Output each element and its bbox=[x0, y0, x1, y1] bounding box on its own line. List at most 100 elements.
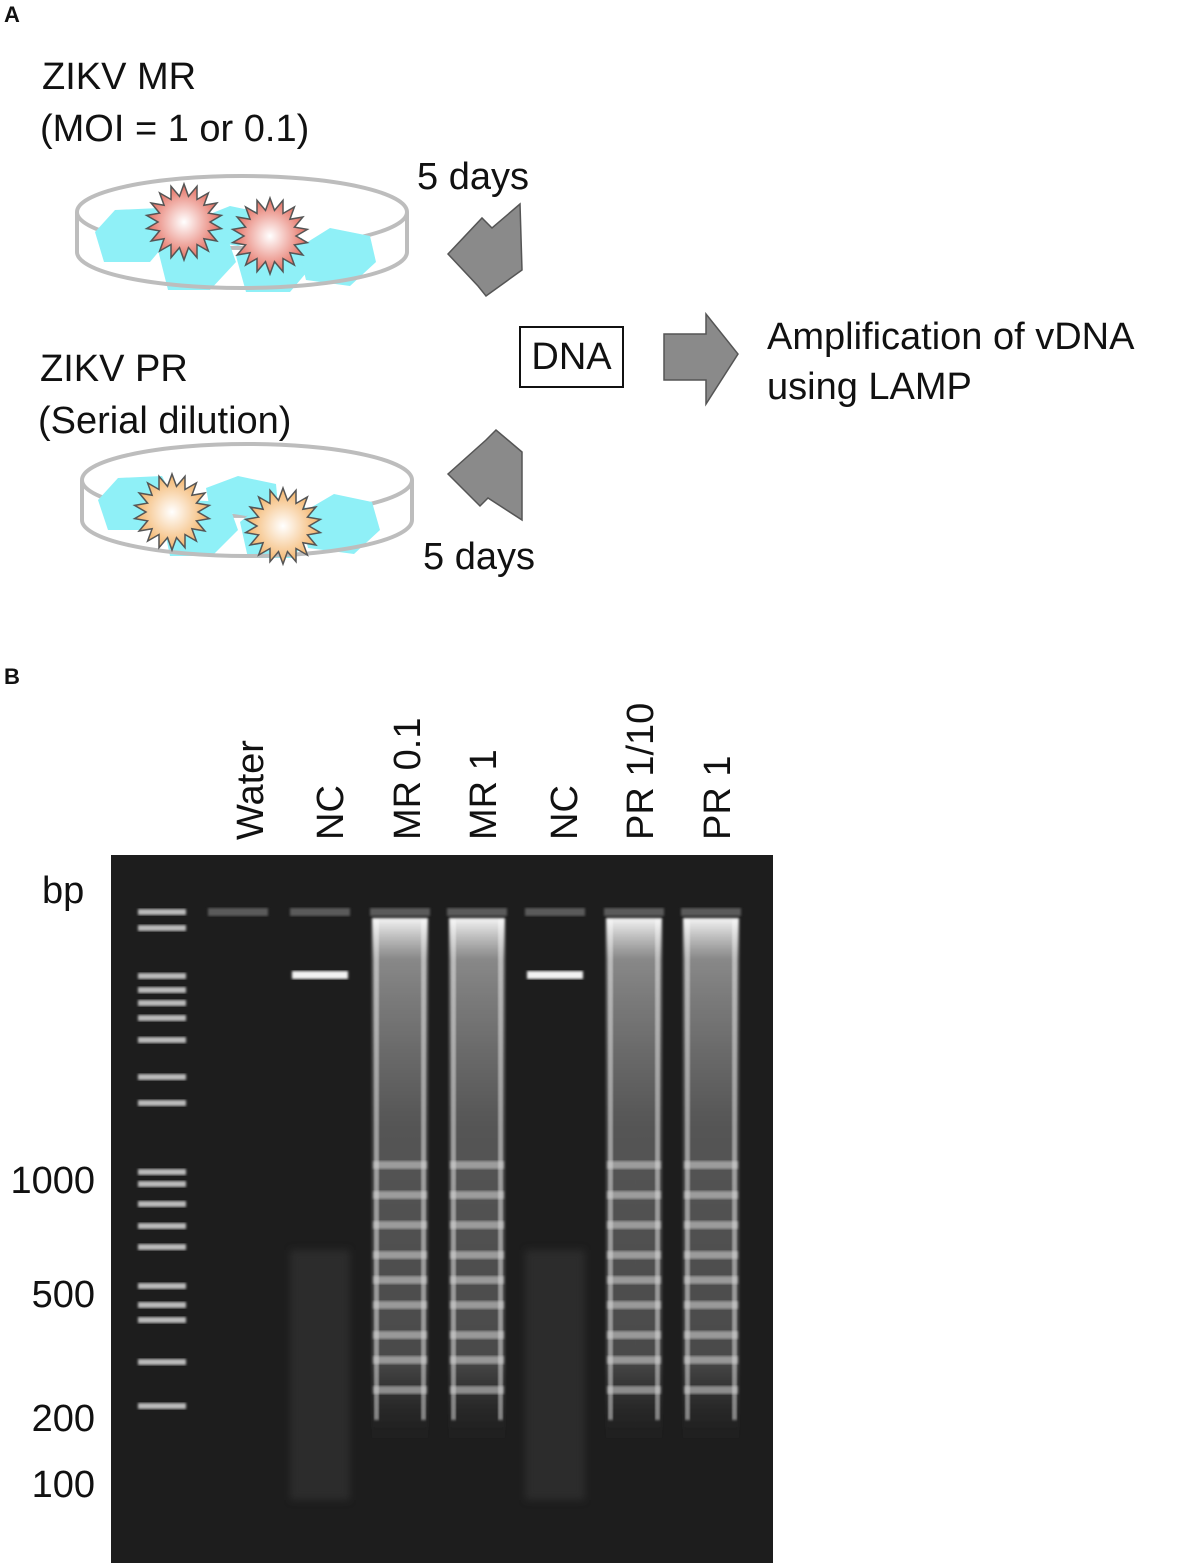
smear-edge bbox=[655, 920, 660, 1420]
lamp-band bbox=[373, 1251, 427, 1259]
mr-virus-particle bbox=[144, 181, 224, 263]
arrow-bottom-label: 5 days bbox=[423, 536, 535, 578]
lamp-band bbox=[684, 1161, 738, 1169]
panel-a-schematic bbox=[75, 174, 739, 567]
ladder-band bbox=[138, 1181, 186, 1187]
lamp-band bbox=[450, 1191, 504, 1199]
panel-a-letter: A bbox=[4, 2, 20, 27]
lamp-band bbox=[450, 1251, 504, 1259]
ladder-band bbox=[138, 1302, 186, 1308]
lane-label-mr-1: MR 1 bbox=[463, 749, 505, 840]
lamp-band bbox=[684, 1386, 738, 1394]
ladder-band bbox=[138, 987, 186, 993]
lamp-band bbox=[373, 1276, 427, 1284]
lamp-band bbox=[684, 1331, 738, 1339]
lamp-band bbox=[607, 1251, 661, 1259]
lane-label-pr-1-10: PR 1/10 bbox=[620, 702, 662, 840]
mr-culture-dish bbox=[75, 174, 409, 292]
lamp-band bbox=[373, 1221, 427, 1229]
lamp-smear bbox=[372, 918, 428, 1438]
lamp-band bbox=[450, 1331, 504, 1339]
ladder-band bbox=[138, 1317, 186, 1323]
lamp-band bbox=[607, 1221, 661, 1229]
mr-subtitle: (MOI = 1 or 0.1) bbox=[40, 108, 310, 150]
ladder-band bbox=[138, 973, 186, 979]
lamp-band bbox=[373, 1331, 427, 1339]
smear-edge bbox=[498, 920, 503, 1420]
lamp-band bbox=[373, 1191, 427, 1199]
smear-edge bbox=[374, 920, 379, 1420]
ladder-band bbox=[138, 1223, 186, 1229]
lane-label-mr-0-1: MR 0.1 bbox=[387, 717, 429, 840]
lane-label-nc-1: NC bbox=[310, 785, 352, 840]
ladder-band bbox=[138, 1201, 186, 1207]
faint-smear bbox=[290, 1250, 350, 1500]
lane-label-water: Water bbox=[230, 740, 272, 840]
ladder-band bbox=[138, 1169, 186, 1175]
ladder-band bbox=[138, 925, 186, 931]
faint-smear bbox=[525, 1250, 585, 1500]
lamp-band bbox=[373, 1356, 427, 1364]
lamp-band bbox=[607, 1331, 661, 1339]
lamp-smear bbox=[683, 918, 739, 1438]
ladder-band bbox=[138, 1037, 186, 1043]
lamp-band bbox=[450, 1356, 504, 1364]
pr-subtitle: (Serial dilution) bbox=[38, 400, 292, 442]
lane-label-pr-1: PR 1 bbox=[697, 755, 739, 840]
lamp-band bbox=[450, 1276, 504, 1284]
lamp-band bbox=[684, 1276, 738, 1284]
size-marker-200: 200 bbox=[31, 1398, 95, 1440]
lamp-band bbox=[607, 1301, 661, 1309]
smear-edge bbox=[421, 920, 426, 1420]
well bbox=[447, 908, 507, 916]
well bbox=[290, 908, 350, 916]
smear-edge bbox=[608, 920, 613, 1420]
gel-background bbox=[111, 855, 773, 1563]
well bbox=[681, 908, 741, 916]
lamp-band bbox=[450, 1221, 504, 1229]
pr-title: ZIKV PR bbox=[40, 348, 188, 390]
well bbox=[525, 908, 585, 916]
lamp-band bbox=[684, 1356, 738, 1364]
lamp-band bbox=[373, 1386, 427, 1394]
arrow-up-right-icon bbox=[446, 428, 523, 522]
nc-band bbox=[292, 971, 348, 979]
lamp-band bbox=[607, 1276, 661, 1284]
lamp-band bbox=[684, 1251, 738, 1259]
mr-title: ZIKV MR bbox=[42, 56, 197, 98]
lamp-band bbox=[607, 1356, 661, 1364]
pr-virus-particle bbox=[132, 471, 212, 553]
lamp-band bbox=[450, 1161, 504, 1169]
lamp-band bbox=[607, 1161, 661, 1169]
ladder-band bbox=[138, 1244, 186, 1250]
lamp-band bbox=[607, 1191, 661, 1199]
ladder-band bbox=[138, 1403, 186, 1409]
ladder-band bbox=[138, 909, 186, 915]
lamp-band bbox=[450, 1386, 504, 1394]
result-line-2: using LAMP bbox=[767, 366, 972, 408]
lamp-band bbox=[684, 1221, 738, 1229]
size-unit-label: bp bbox=[42, 870, 85, 912]
arrow-down-right-icon bbox=[446, 202, 523, 298]
lamp-band bbox=[373, 1161, 427, 1169]
dna-box: DNA bbox=[519, 326, 624, 388]
smear-edge bbox=[685, 920, 690, 1420]
result-line-1: Amplification of vDNA bbox=[767, 316, 1135, 358]
ladder-band bbox=[138, 1000, 186, 1006]
lamp-smear bbox=[606, 918, 662, 1438]
lamp-band bbox=[373, 1301, 427, 1309]
arrow-right-icon bbox=[663, 311, 739, 407]
lamp-band bbox=[450, 1301, 504, 1309]
size-marker-100: 100 bbox=[31, 1464, 95, 1506]
ladder-band bbox=[138, 1359, 186, 1365]
pr-virus-particle bbox=[243, 485, 323, 567]
size-marker-500: 500 bbox=[31, 1274, 95, 1316]
ladder-band bbox=[138, 1100, 186, 1106]
ladder-band bbox=[138, 1283, 186, 1289]
arrow-top-label: 5 days bbox=[417, 156, 529, 198]
well bbox=[370, 908, 430, 916]
well bbox=[604, 908, 664, 916]
lane-label-nc-2: NC bbox=[544, 785, 586, 840]
nc-band bbox=[527, 971, 583, 979]
smear-edge bbox=[732, 920, 737, 1420]
